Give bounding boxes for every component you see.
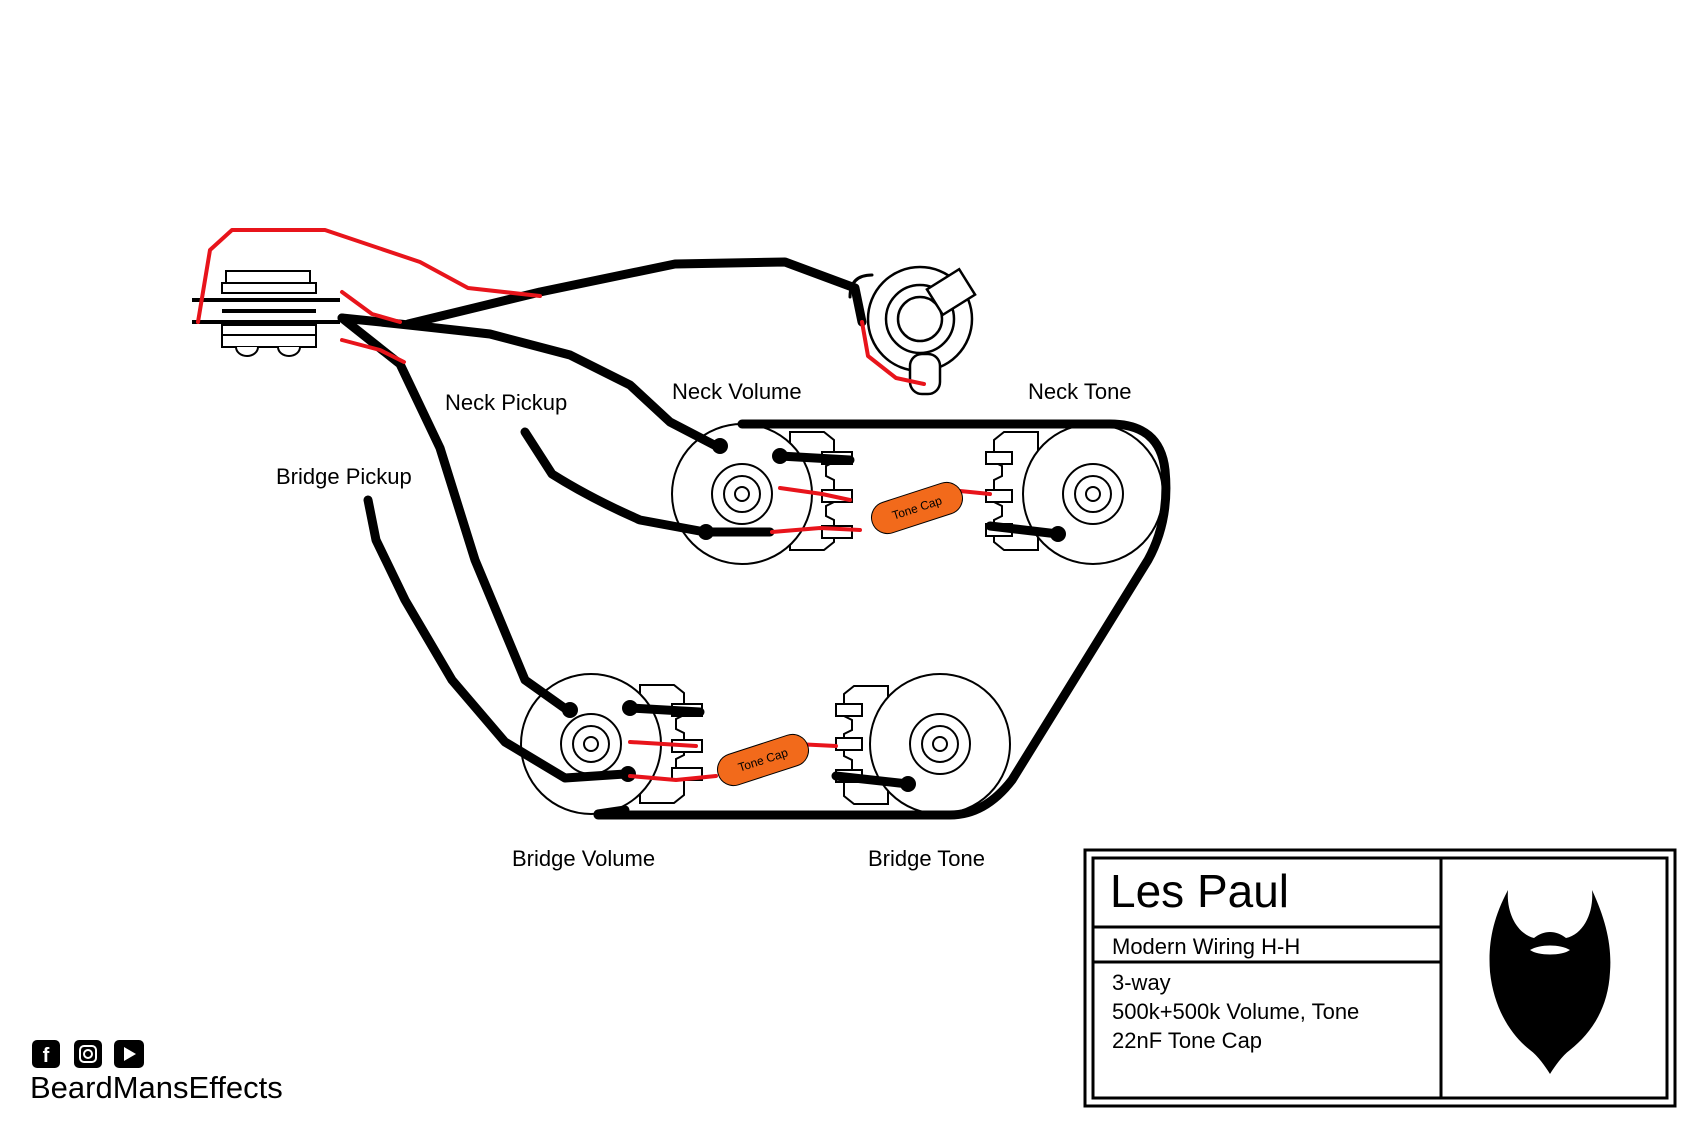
- toggle-switch: [192, 270, 340, 357]
- neck-tone-cap: Tone Cap: [871, 481, 963, 535]
- title-block-title: Les Paul: [1110, 865, 1289, 917]
- title-block: Les Paul Modern Wiring H-H 3-way 500k+50…: [1083, 848, 1677, 1108]
- social-icons: f: [32, 1040, 144, 1068]
- output-jack: [848, 265, 977, 396]
- bridge-tone-label: Bridge Tone: [868, 846, 985, 871]
- title-block-spec-3: 22nF Tone Cap: [1112, 1028, 1262, 1053]
- pot-bridge-tone: [835, 673, 1011, 815]
- title-block-spec-1: 3-way: [1112, 970, 1171, 995]
- ground-wires: [337, 257, 1171, 820]
- bridge-pickup-label: Bridge Pickup: [276, 464, 412, 489]
- title-block-spec-2: 500k+500k Volume, Tone: [1112, 999, 1359, 1024]
- svg-text:f: f: [43, 1045, 50, 1067]
- bridge-tone-cap: Tone Cap: [717, 733, 809, 787]
- beard-logo-icon: [1489, 890, 1611, 1074]
- facebook-icon[interactable]: [32, 1040, 60, 1068]
- instagram-icon[interactable]: [74, 1040, 102, 1068]
- title-block-subtitle: Modern Wiring H-H: [1112, 934, 1300, 959]
- brand-name: BeardMansEffects: [30, 1070, 283, 1105]
- pot-neck-tone: [985, 423, 1164, 565]
- neck-tone-label: Neck Tone: [1028, 379, 1132, 404]
- neck-pickup-label: Neck Pickup: [445, 390, 567, 415]
- bridge-volume-label: Bridge Volume: [512, 846, 655, 871]
- neck-volume-label: Neck Volume: [672, 379, 802, 404]
